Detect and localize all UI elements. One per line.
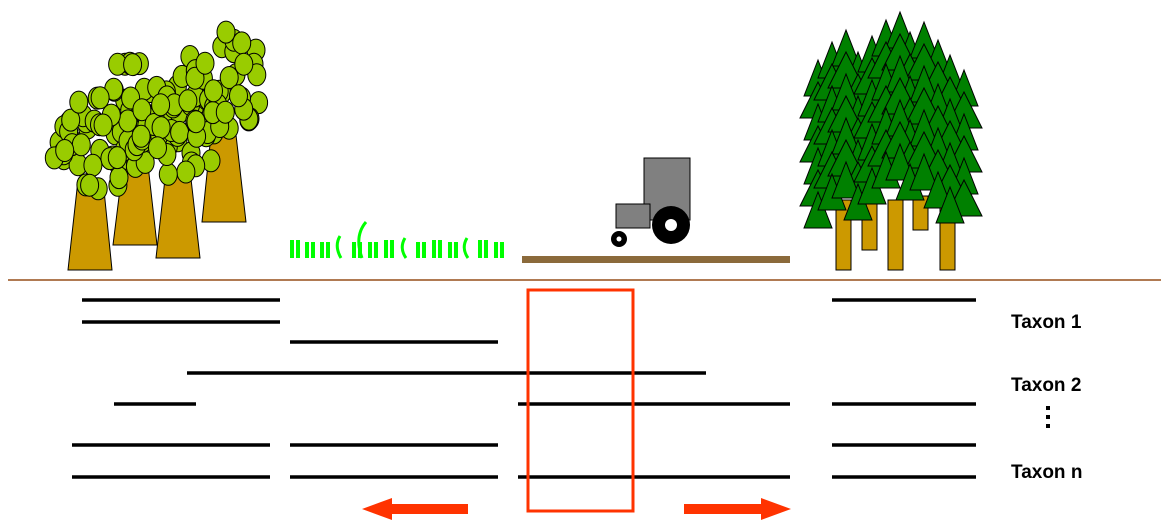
leaf-cluster [158,162,178,186]
conifer-foliage [935,185,965,224]
grass-blade [357,221,368,259]
leaf-cluster [83,153,103,177]
grass-blade [448,242,452,258]
conifer-tree-icon [799,10,983,271]
leaf-cluster [234,52,254,76]
leaf-cluster [185,66,205,90]
right-arrow-icon [684,498,791,520]
tree-trunk [887,199,904,271]
grass-blade [305,242,309,258]
grass-blade [484,240,488,258]
grass-blade [390,240,394,258]
grass-blade [462,237,470,259]
tractor-icon [522,157,790,263]
grass-blade [320,242,324,258]
grass-blade [500,242,504,258]
grass-blade [326,242,330,258]
leaf-cluster [215,100,235,124]
leaf-cluster [109,166,129,190]
leaf-cluster [107,146,127,170]
leaf-cluster [229,84,248,108]
leaf-cluster [219,66,239,89]
vertical-ellipsis-icon [1043,406,1053,433]
leaf-cluster [178,89,198,113]
leaf-cluster [216,20,236,44]
left-arrow-icon [362,498,468,520]
grass-blade [368,242,372,258]
soil-strip [522,256,790,263]
leaf-cluster [132,98,152,122]
leaf-cluster [195,51,215,75]
leaf-cluster [71,133,91,157]
tree-trunk [912,195,929,231]
leaf-cluster [151,93,171,117]
leaf-cluster [186,110,206,134]
grass-blade [438,240,442,258]
leaf-cluster [55,139,75,162]
grass-blade [478,240,482,258]
leaf-cluster [204,79,223,103]
leaf-cluster [61,108,81,132]
taxon-1-label: Taxon 1 [1011,312,1082,333]
grass-blade [400,237,408,259]
grass-blade [384,240,388,258]
leaf-cluster [131,124,151,148]
leaf-cluster [151,116,171,140]
leaf-cluster [123,53,143,77]
grass-blade [422,242,426,258]
leaf-cluster [148,136,167,160]
grass-blade [494,242,498,258]
leaf-cluster [232,31,252,55]
taxon-2-label: Taxon 2 [1011,375,1082,396]
grass-blade [296,240,300,258]
grass-blade [352,242,356,258]
grass-blade [416,242,420,258]
grass-tuft-icon [290,221,504,259]
grass-blade [311,242,315,258]
highlight-box [526,288,635,513]
leaf-cluster [80,173,100,197]
leaf-cluster [69,90,89,114]
grass-blade [454,242,458,258]
conifer-foliage [831,160,861,199]
grass-blade [374,242,378,258]
leaf-cluster [90,86,110,110]
grass-blade [432,240,436,258]
grass-blade [335,235,343,259]
deciduous-tree-icon [44,20,269,271]
taxon-range-lines [72,298,976,479]
conifer-foliage [909,152,939,191]
tree-trunk [201,134,247,223]
grass-blade [290,240,294,258]
taxon-n-label: Taxon n [1011,462,1083,483]
leaf-cluster [93,113,113,137]
leaf-cluster [176,160,196,184]
